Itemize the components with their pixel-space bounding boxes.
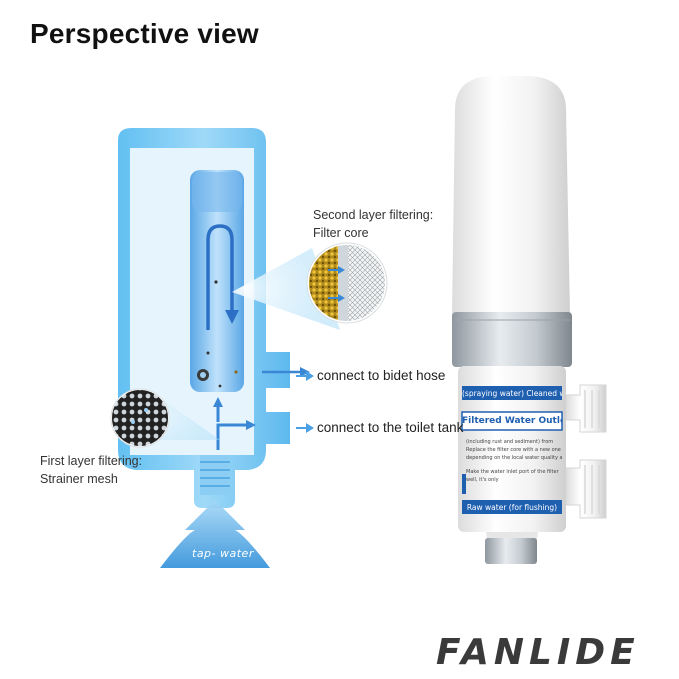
- page-title: Perspective view: [30, 18, 259, 49]
- toilet-tank-label: connect to the toilet tank: [317, 420, 464, 435]
- label-outlet-text: Filtered Water Outlet: [462, 416, 562, 426]
- arrow-to-bidet-label: [306, 371, 314, 381]
- first-layer-label: First layer filtering: Strainer mesh: [40, 452, 142, 488]
- label-info-line: well, it's only: [466, 477, 499, 483]
- label-info-block: (including rust and sediment) from Repla…: [466, 438, 562, 484]
- product-body: [458, 366, 566, 532]
- product-photo: [452, 76, 607, 564]
- second-layer-subtitle: Filter core: [313, 226, 369, 240]
- label-bottom-band: [462, 500, 562, 514]
- product-outlet-upper: [565, 384, 607, 433]
- label-info-line: Replace the filter core with a new one: [466, 447, 561, 453]
- second-layer-label: Second layer filtering: Filter core: [313, 206, 433, 242]
- first-layer-title: First layer filtering:: [40, 454, 143, 468]
- label-bottom-band-text: Raw water (for flushing): [466, 503, 558, 512]
- label-info-line: depending on the local water quality and: [466, 455, 562, 461]
- product-outlet-lower: [565, 459, 607, 519]
- tap-water-label: tap- water: [192, 547, 254, 560]
- product-silver-ring: [452, 312, 572, 367]
- label-top-band: [462, 386, 562, 400]
- tap-water-arrow: [160, 500, 270, 568]
- product-brass-nut: [485, 538, 537, 564]
- flow-arrow-toilet: [216, 423, 246, 450]
- filter-cutaway-diagram: [118, 128, 340, 568]
- second-layer-title: Second layer filtering:: [313, 208, 434, 222]
- label-info-line: (including rust and sediment) from: [466, 439, 554, 445]
- strainer-mesh-zoom: [110, 388, 170, 448]
- bidet-hose-label: connect to bidet hose: [317, 368, 446, 383]
- label-info-line: Make the water inlet port of the filter: [466, 469, 559, 475]
- brand-logo: FANLIDE: [436, 632, 640, 673]
- arrow-to-toilet-label: [306, 423, 314, 433]
- core-flow-arrow: [206, 224, 234, 330]
- label-top-band-text: (spraying water) Cleaned water: [462, 389, 562, 398]
- product-cap: [452, 76, 570, 315]
- first-layer-subtitle: Strainer mesh: [40, 472, 118, 486]
- label-outlet-box: [461, 411, 563, 431]
